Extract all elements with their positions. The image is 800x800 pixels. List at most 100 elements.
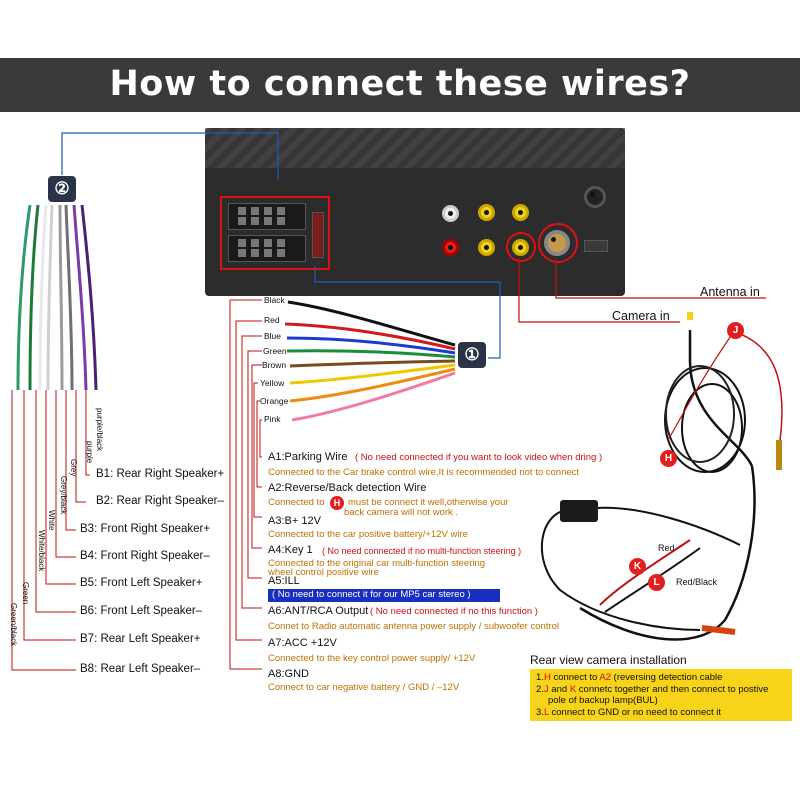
- rca-yellow-2: [512, 204, 529, 221]
- title-banner: [0, 58, 800, 112]
- wire-grey-black: Grey/black: [59, 476, 68, 515]
- camera-pointer: [518, 258, 680, 323]
- b1-label: B1: Rear Right Speaker+: [96, 468, 225, 480]
- a8-label: A8:GND: [268, 668, 309, 680]
- line2-j: J: [543, 684, 549, 695]
- line2-t1: and: [548, 684, 570, 695]
- wire-brown: Brown: [262, 360, 287, 370]
- b5-label: B5: Front Left Speaker+: [80, 577, 203, 589]
- line2-num: 2.: [536, 684, 544, 695]
- red-black-wire-label: Red/Black: [676, 577, 718, 587]
- a2-desc-prefix: Connected to: [268, 497, 325, 508]
- usb-port: [584, 240, 608, 252]
- b4-label: B4: Front Right Speaker–: [80, 550, 210, 562]
- a6-desc: Connet to Radio automatic antenna power …: [268, 621, 559, 632]
- rca-yellow-1: [478, 204, 495, 221]
- a3-label: A3:B+ 12V: [268, 515, 321, 527]
- camera-body: [560, 500, 598, 522]
- red-wire-label: Red: [658, 543, 675, 553]
- rca-yellow-3: [478, 239, 495, 256]
- a4-desc: Connected to the original car multi-func…: [268, 558, 486, 569]
- wire-pink: Pink: [264, 414, 281, 424]
- a2-desc-line2: back camera will not work .: [344, 507, 459, 518]
- wire-blue: Blue: [264, 331, 282, 341]
- wire-white: White: [47, 510, 56, 531]
- head-unit-heatsink: [205, 128, 625, 168]
- line1-t1: connect to: [550, 672, 600, 683]
- antenna-pointer: [555, 259, 766, 299]
- wire-green: Green: [21, 582, 30, 605]
- b6-label: B6: Front Left Speaker–: [80, 605, 203, 617]
- line2-k: K: [569, 684, 577, 695]
- rca-white-1: [442, 205, 459, 222]
- a2-h-marker: H: [330, 496, 344, 510]
- wire-green-right: Green: [263, 346, 287, 356]
- camera-install-line-2: 2.J and K connetc together and then conn…: [536, 684, 768, 695]
- right-harness: [284, 300, 456, 422]
- a5-note: ( No need to connect it for our MP5 car …: [268, 589, 500, 602]
- a1-desc: Connected to the Car brake control wire,…: [268, 467, 580, 478]
- pins-upper-2: [238, 217, 285, 225]
- pins-lower-2: [238, 249, 285, 257]
- a7-label: A7:ACC +12V: [268, 637, 337, 649]
- camera-in-label: Camera in: [612, 309, 670, 323]
- left-harness: [16, 204, 98, 391]
- a7-desc: Connected to the key control power suppl…: [268, 653, 476, 664]
- a6-note: ( No need connected if no this function …: [370, 606, 538, 617]
- left-label-lines: [11, 390, 90, 671]
- a6-label: A6:ANT/RCA Output: [268, 605, 369, 617]
- wire-purple: purple: [85, 441, 94, 464]
- a4-note: ( No need connected if no multi-function…: [322, 546, 522, 556]
- connector-1-badge: ①: [458, 342, 486, 368]
- right-label-lines: [229, 299, 262, 670]
- antenna-in-label: Antenna in: [700, 285, 760, 299]
- line1-a2: A2: [599, 672, 612, 683]
- a2-label: A2:Reverse/Back detection Wire: [268, 482, 427, 494]
- line1-t2: (reversing detection cable: [611, 672, 723, 683]
- wire-white-black: White/black: [37, 530, 46, 572]
- b8-label: B8: Rear Left Speaker–: [80, 663, 201, 675]
- wire-black: Black: [264, 295, 285, 305]
- a2-desc-rest: must be connect it well,otherwise your: [348, 497, 509, 508]
- a1-note: ( No need connected if you want to look …: [355, 452, 603, 463]
- wire-green-black: Green/black: [9, 603, 18, 647]
- line3-l: L: [543, 707, 549, 718]
- line2-t2: connetc together and then connect to pos…: [576, 684, 769, 695]
- connector2-leader: [61, 132, 279, 180]
- pins-upper: [238, 207, 285, 215]
- a1-label: A1:Parking Wire: [268, 451, 348, 463]
- antenna-highlight: [538, 223, 578, 263]
- marker-l: L: [648, 574, 665, 591]
- a4-desc-line2: wheel control positive wire: [268, 567, 379, 578]
- iso-connector-outline: [220, 196, 330, 270]
- line1-h: H: [543, 672, 551, 683]
- page-title: How to connect these wires?: [109, 64, 691, 104]
- wire-red: Red: [264, 315, 280, 325]
- a3-desc: Connected to the car positive battery/+1…: [268, 529, 468, 540]
- camera-install-line-1: 1.H connect to A2 (reversing detection c…: [536, 672, 722, 683]
- camera-in-highlight: [506, 232, 536, 262]
- connector1-leader: [314, 266, 501, 359]
- pins-lower: [238, 239, 285, 247]
- wire-purple-black: purple/black: [95, 408, 104, 452]
- line3-num: 3.: [536, 707, 544, 718]
- wire-orange: Orange: [260, 396, 289, 406]
- b7-label: B7: Rear Left Speaker+: [80, 633, 201, 645]
- a4-label: A4:Key 1: [268, 544, 313, 556]
- connector-2-badge: ②: [48, 176, 76, 202]
- wire-grey: Grey: [69, 459, 78, 477]
- marker-k: K: [629, 558, 646, 575]
- mic-jack: [584, 186, 606, 208]
- a5-label: A5:ILL: [268, 575, 300, 587]
- wire-yellow: Yellow: [260, 378, 285, 388]
- camera-install-box: [530, 669, 792, 721]
- camera-install-line-3: 3.L connect to GND or no need to connect…: [536, 707, 721, 718]
- line3-t1: connect to GND or no need to connect it: [548, 707, 722, 718]
- marker-j: J: [727, 322, 744, 339]
- a8-desc: Connect to car negative battery / GND / …: [268, 682, 460, 693]
- marker-h: H: [660, 450, 677, 467]
- b2-label: B2: Rear Right Speaker–: [96, 495, 224, 507]
- rca-red-1: [442, 239, 459, 256]
- line1-num: 1.: [536, 672, 544, 683]
